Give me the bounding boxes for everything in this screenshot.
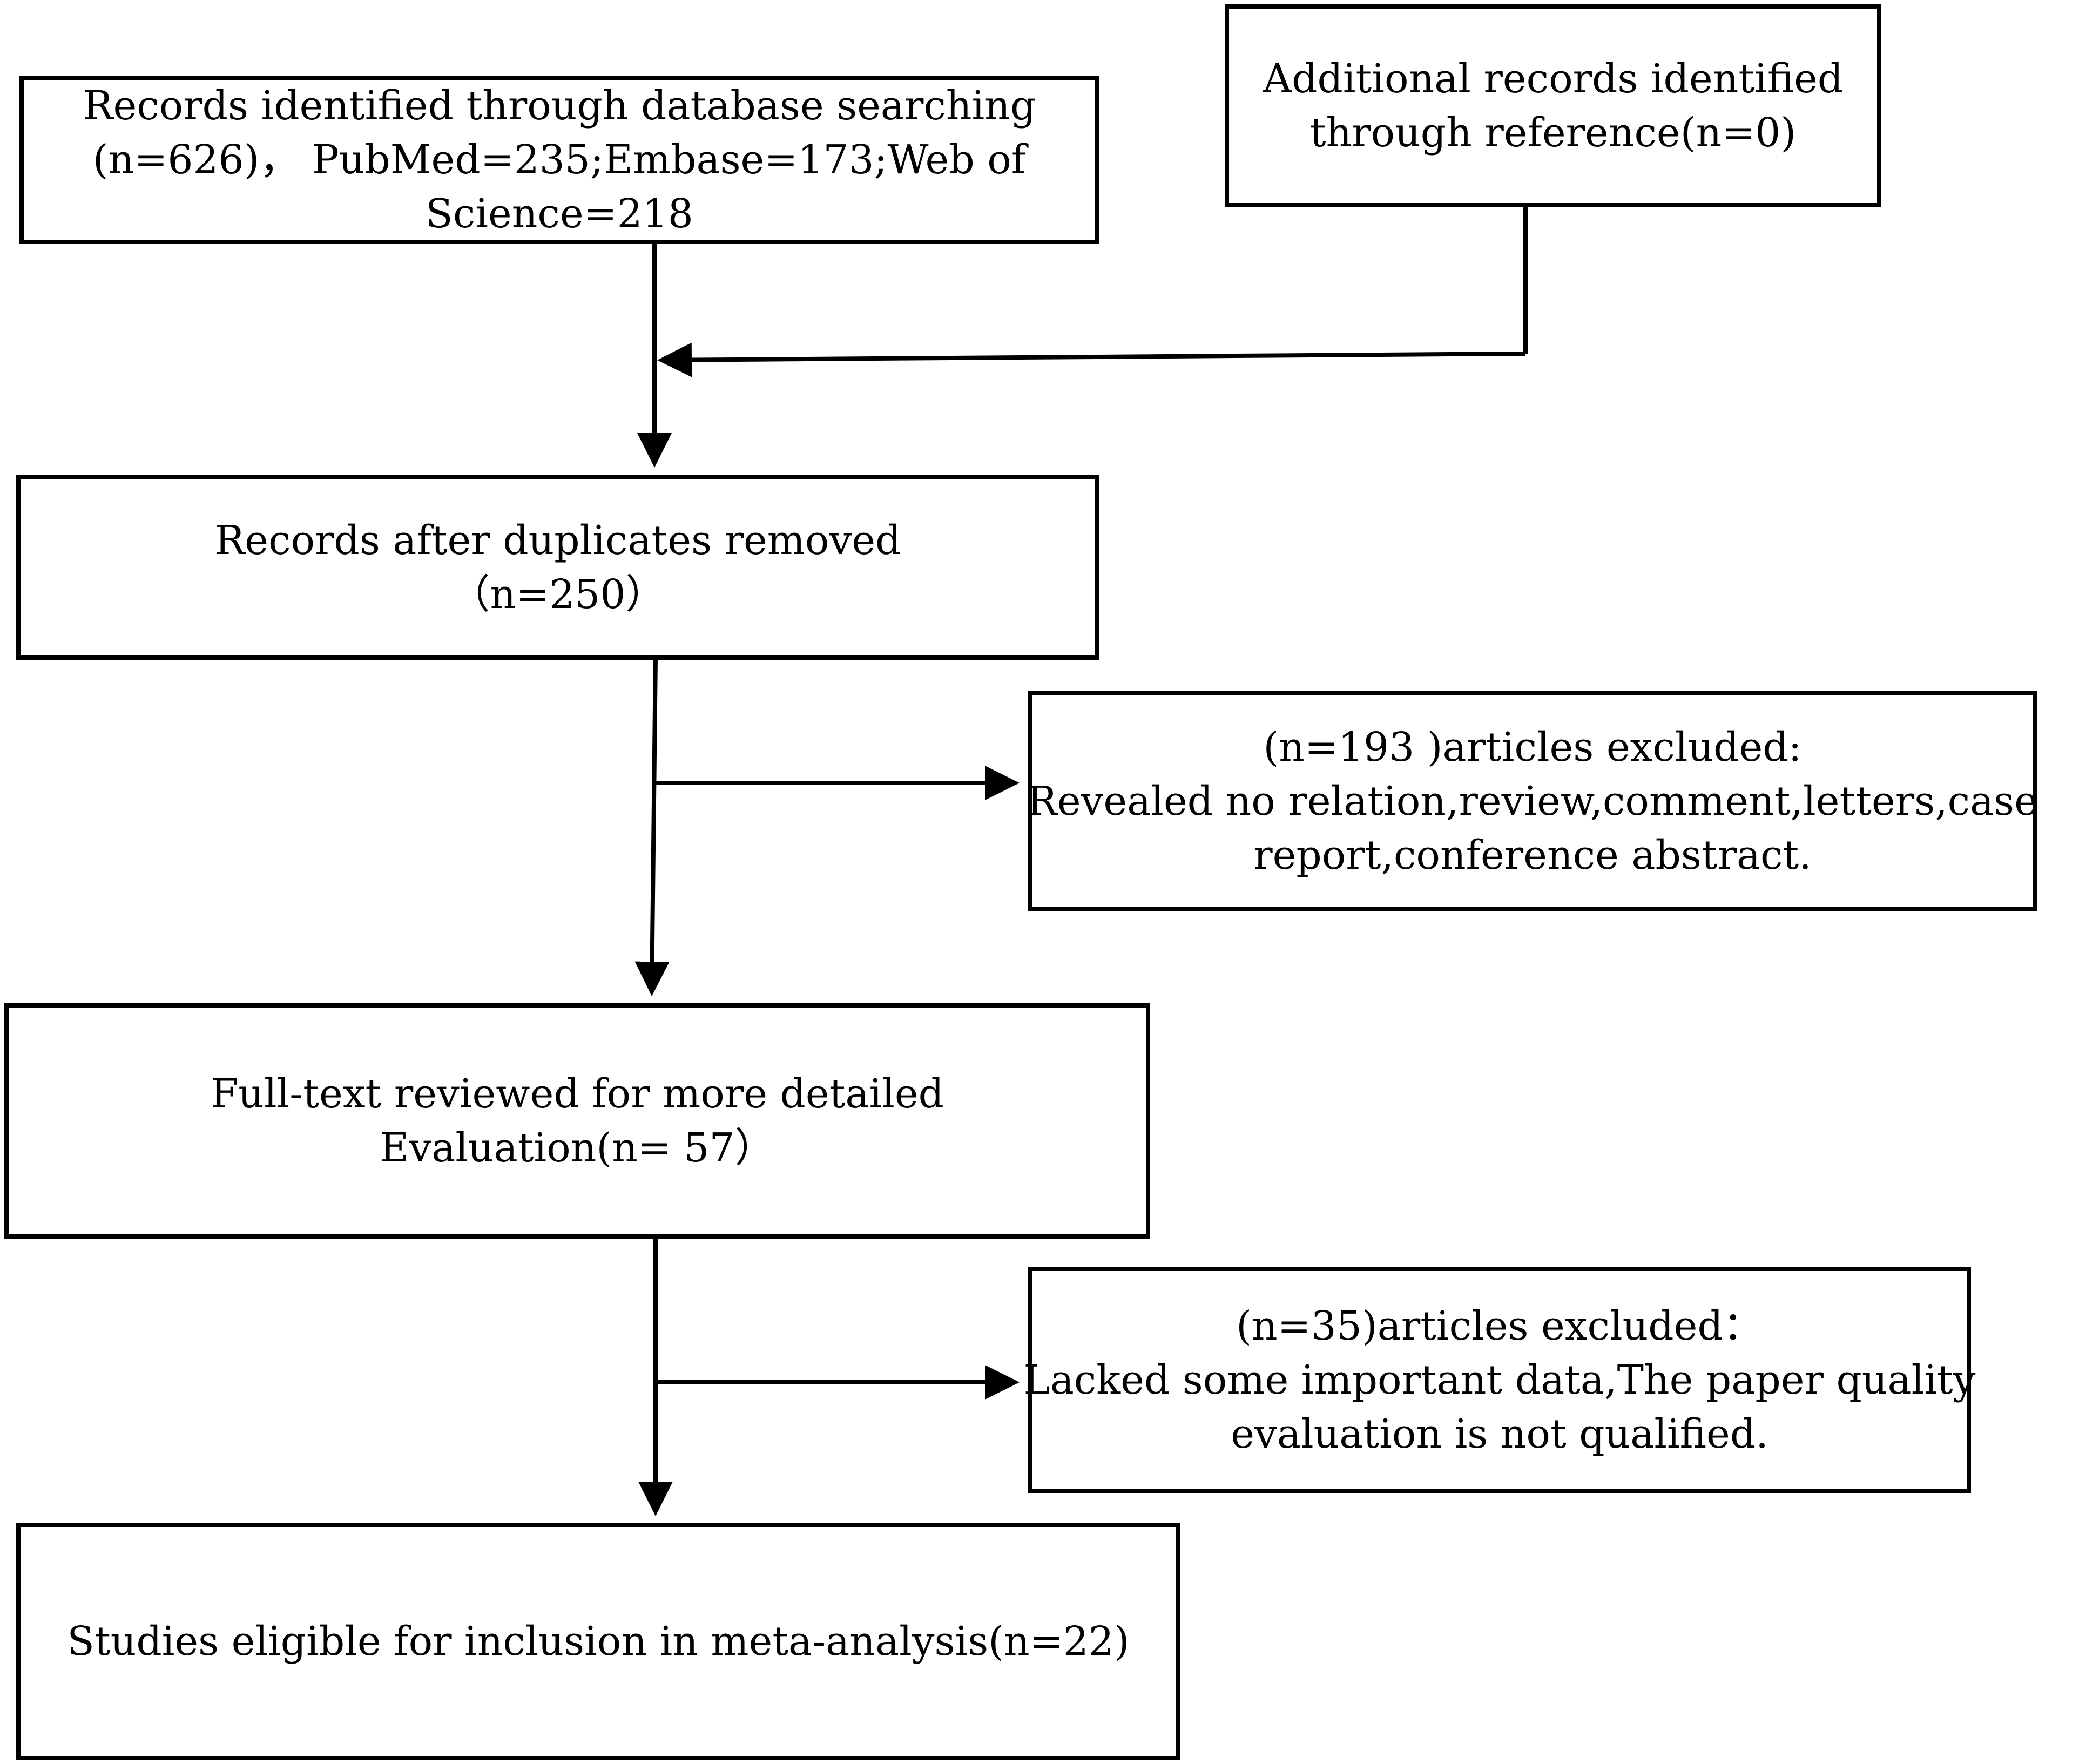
connector-duplicates-down: [634, 657, 670, 996]
connector-additional-merge: [657, 342, 1526, 377]
after-duplicates-line-2: （n=250）: [450, 571, 666, 618]
records-identified-line-3: Science=218: [426, 191, 693, 237]
excluded-first-line-2: Revealed no relation,review,comment,lett…: [1027, 778, 2038, 824]
records-identified-line-2: (n=626)， PubMed=235;Embase=173;Web of: [92, 137, 1027, 183]
records-identified-box: Records identified through database sear…: [19, 76, 1099, 244]
excluded-second-line-3: evaluation is not qualified.: [1231, 1411, 1769, 1457]
included-line-1: Studies eligible for inclusion in meta-a…: [67, 1618, 1130, 1665]
after-duplicates-box: Records after duplicates removed （n=250）: [16, 475, 1099, 660]
full-text-box: Full-text reviewed for more detailed Eva…: [4, 1003, 1150, 1239]
excluded-first-line-1: (n=193 )articles excluded:: [1263, 724, 1802, 771]
excluded-first-box: (n=193 )articles excluded: Revealed no r…: [1027, 691, 2038, 911]
excluded-first-line-3: report,conference abstract.: [1253, 832, 1812, 878]
included-box: Studies eligible for inclusion in meta-a…: [16, 1523, 1180, 1760]
full-text-line-2: Evaluation(n= 57）: [380, 1125, 775, 1171]
additional-records-line-1: Additional records identified: [1263, 56, 1844, 102]
additional-records-box: Additional records identified through re…: [1225, 4, 1881, 207]
full-text-line-1: Full-text reviewed for more detailed: [210, 1071, 944, 1117]
after-duplicates-line-1: Records after duplicates removed: [214, 517, 901, 564]
records-identified-line-1: Records identified through database sear…: [83, 83, 1036, 129]
excluded-second-box: (n=35)articles excluded： Lacked some imp…: [1024, 1267, 1975, 1493]
excluded-second-line-2: Lacked some important data,The paper qua…: [1023, 1357, 1976, 1403]
additional-records-line-2: through reference(n=0): [1310, 110, 1797, 156]
excluded-second-line-1: (n=35)articles excluded：: [1236, 1303, 1763, 1349]
